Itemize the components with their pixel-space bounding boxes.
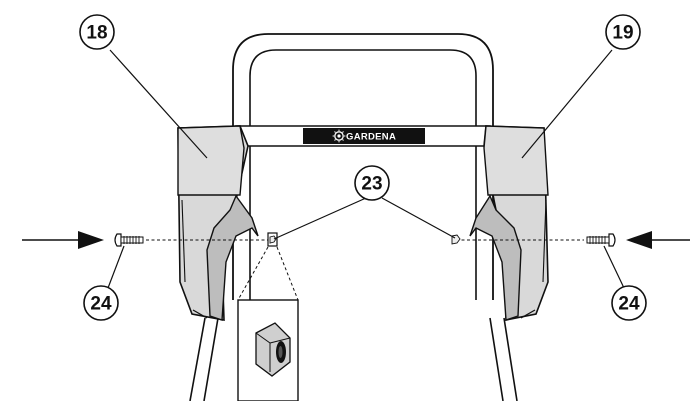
callout-23: 23 [354,165,390,201]
cross-bar: GARDENA [235,125,491,147]
screw-icon [114,233,144,247]
brand-label: GARDENA [346,132,396,143]
svg-text:23: 23 [361,174,382,195]
callout-18: 18 [79,14,115,50]
hex-nut-icon [255,322,291,377]
leader-lines [107,49,625,289]
svg-text:24: 24 [90,294,112,315]
nut-detail [237,246,299,401]
upper-handle-loop [232,33,494,300]
gardena-sun-logo-icon [332,129,346,143]
svg-text:19: 19 [612,23,633,44]
arrow-right-icon [22,231,104,249]
right-housing [469,125,549,321]
svg-text:18: 18 [86,23,107,44]
arrow-left-icon [626,231,690,249]
brand-plate [303,128,425,144]
left-housing [177,125,259,321]
screw-icon [586,233,616,247]
callout-19: 19 [605,14,641,50]
callout-24-left: 24 [83,285,119,321]
lower-handle-bars [189,317,518,401]
callout-24-right: 24 [611,285,647,321]
svg-text:24: 24 [618,294,640,315]
nut-window [267,232,278,247]
